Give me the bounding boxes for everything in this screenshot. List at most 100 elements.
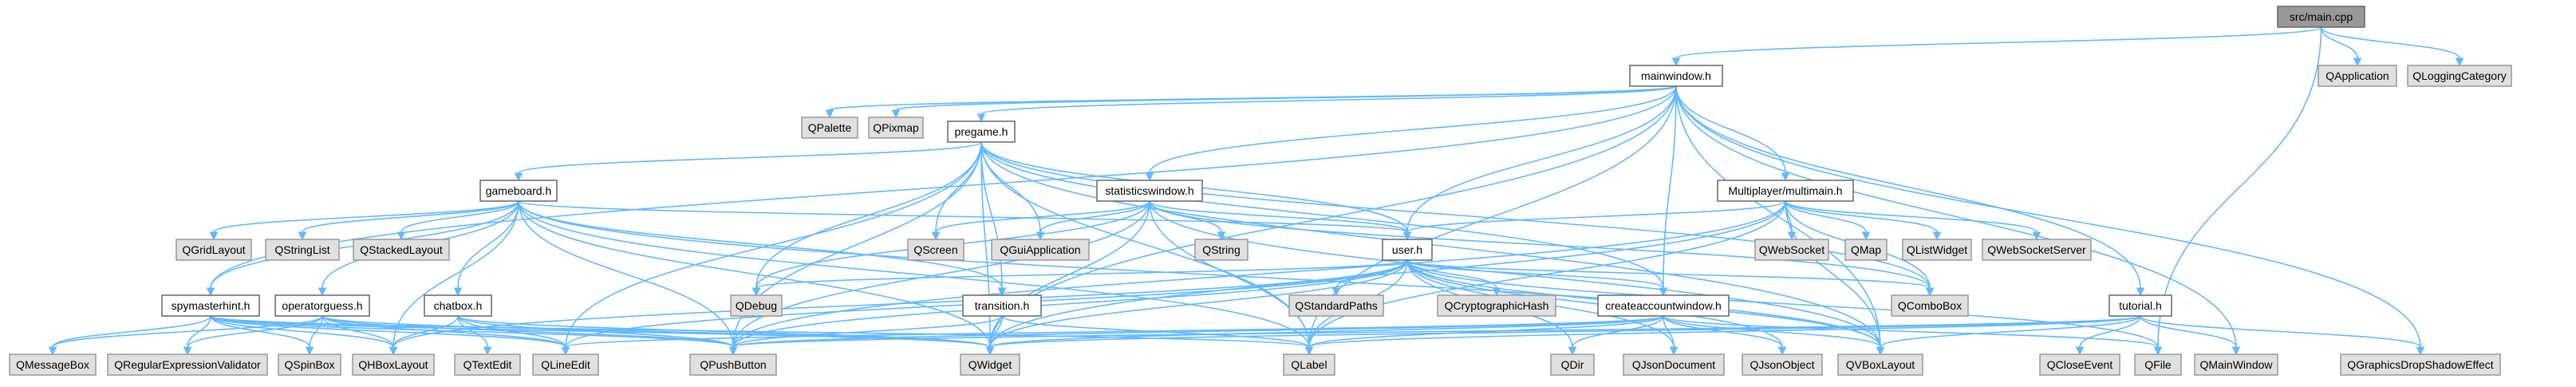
edge-line	[187, 315, 211, 348]
node-box	[107, 353, 268, 376]
node-box	[1096, 180, 1203, 202]
node-box	[1982, 239, 2092, 261]
node-box	[2277, 6, 2365, 28]
edge-line	[732, 200, 1150, 348]
node-box	[730, 294, 783, 317]
node-statisticswindow[interactable]: statisticswindow.h	[1096, 180, 1203, 202]
edge-line	[1880, 315, 2141, 348]
node-label: QMap	[1851, 243, 1881, 256]
node-pregame[interactable]: pregame.h	[947, 120, 1016, 143]
node-box	[1844, 239, 1888, 261]
edge-line	[322, 315, 991, 348]
edge-arrowhead	[2416, 346, 2425, 356]
edge-arrowhead	[2353, 57, 2362, 67]
node-gameboard[interactable]: gameboard.h	[479, 180, 558, 202]
edge-line	[400, 200, 519, 233]
node-qmessagebox: QMessageBox	[9, 353, 97, 376]
node-chatbox[interactable]: chatbox.h	[424, 294, 492, 317]
edge-line	[393, 315, 459, 348]
node-box	[9, 353, 97, 376]
edge-chatbox-to-qtextedit	[457, 315, 492, 356]
edge-arrowhead	[1568, 346, 1577, 356]
edge-line	[1406, 259, 1931, 289]
edge-arrowhead	[976, 113, 986, 123]
edge-tutorial-to-qgraphicsdropshadow	[2140, 315, 2425, 356]
node-qdebug: QDebug	[730, 294, 783, 317]
node-multiplayer[interactable]: Multiplayer/multimain.h	[1717, 180, 1854, 202]
node-box	[907, 239, 965, 261]
edge-line	[518, 200, 734, 348]
edge-arrowhead	[1145, 172, 1154, 182]
node-qhboxlayout: QHBoxLayout	[352, 353, 435, 376]
node-box	[424, 294, 492, 317]
node-label: src/main.cpp	[2290, 10, 2353, 23]
node-qregexpvalidator: QRegularExpressionValidator	[107, 353, 268, 376]
edge-line	[989, 315, 2141, 348]
node-label: statisticswindow.h	[1105, 184, 1193, 197]
node-label: spymasterhint.h	[172, 299, 250, 312]
dependency-edges	[48, 26, 2464, 356]
edge-createaccount-to-qlineedit	[561, 315, 1664, 356]
node-tutorial[interactable]: tutorial.h	[2109, 294, 2172, 317]
edge-line	[322, 315, 566, 348]
node-box	[947, 120, 1016, 143]
node-label: QCryptographicHash	[1445, 299, 1549, 312]
edge-line	[989, 315, 1664, 348]
node-label: pregame.h	[955, 125, 1008, 138]
edge-arrowhead	[751, 287, 761, 297]
node-qmainwindow: QMainWindow	[2194, 353, 2278, 376]
edge-createaccount-to-qfile	[1663, 315, 2163, 356]
edge-arrowhead	[1659, 287, 1668, 297]
node-label: QLoggingCategory	[2412, 69, 2507, 82]
edge-arrowhead	[453, 287, 463, 297]
edge-arrowhead	[389, 346, 398, 356]
edge-line	[1572, 315, 1664, 348]
edge-arrowhead	[985, 346, 995, 356]
edge-line	[1149, 200, 1881, 348]
edge-line	[1149, 200, 1408, 233]
node-spymasterhint[interactable]: spymasterhint.h	[161, 294, 260, 317]
node-label: Multiplayer/multimain.h	[1728, 184, 1842, 197]
edge-multiplayer-to-user	[1402, 200, 1786, 241]
edge-arrowhead	[1402, 231, 1412, 241]
edge-arrowhead	[2032, 231, 2041, 241]
edge-line	[1675, 85, 2237, 348]
node-label: QWebSocket	[1759, 243, 1825, 256]
edge-line	[2157, 26, 2322, 348]
node-qtextedit: QTextEdit	[454, 353, 521, 376]
node-main[interactable]: src/main.cpp	[2277, 6, 2365, 28]
node-qmap: QMap	[1844, 239, 1888, 261]
edge-chatbox-to-qhboxlayout	[389, 315, 459, 356]
edge-gameboard-to-qgridlayout	[209, 200, 519, 241]
node-operatorguess[interactable]: operatorguess.h	[274, 294, 370, 317]
edge-mainwindow-to-pregame	[976, 85, 1677, 123]
edge-line	[457, 315, 566, 348]
node-box	[454, 353, 521, 376]
edge-arrowhead	[514, 172, 523, 182]
edge-line	[210, 315, 1310, 348]
edge-operatorguess-to-qregexpvalidator	[183, 315, 323, 356]
node-box	[2134, 353, 2182, 376]
node-label: tutorial.h	[2119, 299, 2162, 312]
edge-arrowhead	[1671, 57, 1681, 67]
node-createaccount[interactable]: createaccountwindow.h	[1597, 294, 1730, 317]
node-label: QScreen	[913, 243, 957, 256]
node-label: QSpinBox	[284, 358, 334, 371]
node-mainwindow[interactable]: mainwindow.h	[1629, 65, 1723, 87]
edge-operatorguess-to-qpushbutton	[322, 315, 738, 356]
edge-line	[989, 200, 1786, 348]
node-qdir: QDir	[1550, 353, 1595, 376]
edge-line	[393, 200, 519, 348]
node-qstackedlayout: QStackedLayout	[353, 239, 450, 261]
node-label: QMessageBox	[16, 358, 89, 371]
node-box	[278, 353, 341, 376]
node-transition[interactable]: transition.h	[962, 294, 1042, 317]
node-label: QVBoxLayout	[1846, 358, 1915, 371]
node-box	[2194, 353, 2278, 376]
node-qjsonobject: QJsonObject	[1742, 353, 1823, 376]
node-box	[1891, 294, 1969, 317]
node-box	[274, 294, 370, 317]
edge-user-to-qcombobox	[1406, 259, 1935, 297]
node-user[interactable]: user.h	[1382, 239, 1433, 261]
node-label: QGuiApplication	[1000, 243, 1080, 256]
